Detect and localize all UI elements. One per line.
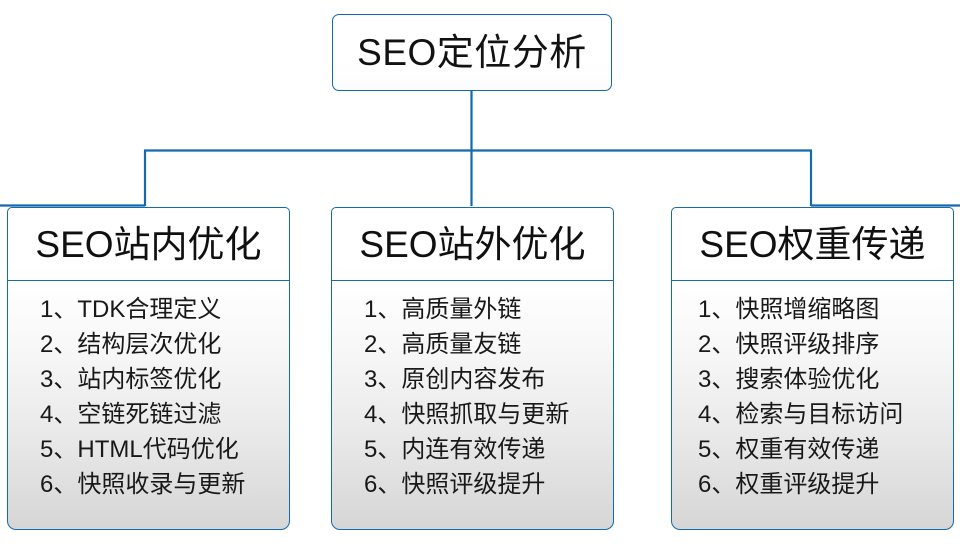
list-item: 1、快照增缩略图 [672, 292, 879, 327]
list-item-index: 5、 [40, 436, 78, 463]
list-item: 4、快照抓取与更新 [332, 397, 569, 432]
list-item-text: 内连有效传递 [401, 436, 546, 463]
list-item-index: 1、 [698, 296, 736, 323]
list-item-text: 结构层次优化 [77, 331, 222, 358]
list-item: 6、权重评级提升 [672, 467, 879, 502]
list-item-index: 3、 [40, 366, 78, 393]
list-item-text: 权重有效传递 [735, 436, 880, 463]
branch-header-2[interactable]: SEO站外优化 [331, 207, 614, 281]
list-item-text: 权重评级提升 [735, 471, 880, 498]
list-item-index: 6、 [40, 471, 78, 498]
list-item-index: 6、 [698, 471, 736, 498]
list-item-text: 快照评级排序 [735, 331, 880, 358]
list-item-index: 4、 [364, 401, 402, 428]
branch-header-3[interactable]: SEO权重传递 [671, 207, 954, 281]
list-item: 2、高质量友链 [332, 327, 521, 362]
list-item: 6、快照评级提升 [332, 467, 545, 502]
branch-header-label-1: SEO站内优化 [35, 223, 262, 265]
branch-body-3: 1、快照增缩略图 2、快照评级排序 3、搜索体验优化 4、检索与目标访问 5、权… [671, 280, 954, 530]
list-item-text: 快照评级提升 [401, 471, 546, 498]
list-item: 4、检索与目标访问 [672, 397, 903, 432]
list-item-index: 3、 [698, 366, 736, 393]
list-item-index: 1、 [364, 296, 402, 323]
list-item-index: 2、 [698, 331, 736, 358]
list-item-text: 快照收录与更新 [77, 471, 246, 498]
list-item-text: TDK合理定义 [77, 296, 222, 323]
branch-header-label-3: SEO权重传递 [699, 223, 926, 265]
list-item-index: 6、 [364, 471, 402, 498]
list-item-index: 4、 [698, 401, 736, 428]
list-item-index: 2、 [364, 331, 402, 358]
branch-header-1[interactable]: SEO站内优化 [7, 207, 290, 281]
list-item-index: 3、 [364, 366, 402, 393]
list-item-index: 4、 [40, 401, 78, 428]
list-item-index: 1、 [40, 296, 78, 323]
list-item: 5、HTML代码优化 [8, 432, 239, 467]
list-item: 1、高质量外链 [332, 292, 521, 327]
list-item: 4、空链死链过滤 [8, 397, 221, 432]
branch-column-3: SEO权重传递 1、快照增缩略图 2、快照评级排序 3、搜索体验优化 4、检索与… [671, 207, 954, 530]
list-item-text: 检索与目标访问 [735, 401, 904, 428]
list-item-text: 原创内容发布 [401, 366, 546, 393]
list-item-text: 空链死链过滤 [77, 401, 222, 428]
root-node-label: SEO定位分析 [357, 32, 587, 73]
list-item-text: 站内标签优化 [77, 366, 222, 393]
list-item-text: 快照增缩略图 [735, 296, 880, 323]
list-item-text: 快照抓取与更新 [401, 401, 570, 428]
list-item: 5、权重有效传递 [672, 432, 879, 467]
list-item: 3、原创内容发布 [332, 362, 545, 397]
list-item-index: 2、 [40, 331, 78, 358]
branch-column-2: SEO站外优化 1、高质量外链 2、高质量友链 3、原创内容发布 4、快照抓取与… [331, 207, 614, 530]
list-item: 2、结构层次优化 [8, 327, 221, 362]
list-item: 3、搜索体验优化 [672, 362, 879, 397]
list-item: 6、快照收录与更新 [8, 467, 245, 502]
list-item-text: HTML代码优化 [77, 436, 239, 463]
list-item-text: 高质量外链 [401, 296, 522, 323]
list-item: 3、站内标签优化 [8, 362, 221, 397]
branch-header-label-2: SEO站外优化 [359, 223, 586, 265]
list-item-index: 5、 [698, 436, 736, 463]
branch-column-1: SEO站内优化 1、TDK合理定义 2、结构层次优化 3、站内标签优化 4、空链… [7, 207, 290, 530]
root-node[interactable]: SEO定位分析 [332, 14, 612, 91]
branch-body-2: 1、高质量外链 2、高质量友链 3、原创内容发布 4、快照抓取与更新 5、内连有… [331, 280, 614, 530]
branch-body-1: 1、TDK合理定义 2、结构层次优化 3、站内标签优化 4、空链死链过滤 5、H… [7, 280, 290, 530]
list-item: 5、内连有效传递 [332, 432, 545, 467]
list-item-index: 5、 [364, 436, 402, 463]
list-item-text: 高质量友链 [401, 331, 522, 358]
list-item: 2、快照评级排序 [672, 327, 879, 362]
list-item: 1、TDK合理定义 [8, 292, 221, 327]
list-item-text: 搜索体验优化 [735, 366, 880, 393]
